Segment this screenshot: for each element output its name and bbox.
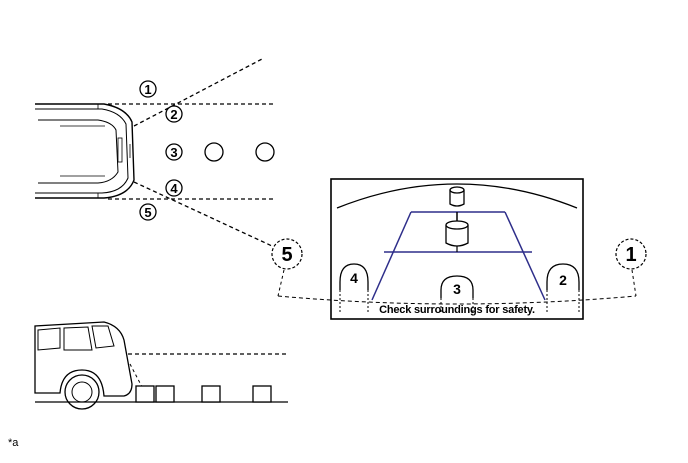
svg-text:1: 1: [144, 82, 151, 97]
camera-zone-label-4: 4: [350, 270, 358, 286]
svg-text:5: 5: [144, 205, 151, 220]
coverage-lines: [108, 57, 276, 247]
footnote: *a: [8, 437, 19, 449]
obstacle-cylinder-near: [445, 220, 469, 247]
camera-zone-label-3: 3: [453, 281, 461, 297]
svg-text:5: 5: [281, 244, 292, 266]
svg-text:1: 1: [625, 244, 636, 266]
zone-label-4: 4: [165, 179, 183, 197]
side-obstacle-boxes: [135, 385, 272, 403]
side-view-vehicle: [34, 321, 133, 410]
big-zone-label-1: 1: [615, 238, 647, 270]
big-zone-label-5: 5: [271, 238, 303, 270]
obstacle-circle: [204, 142, 224, 162]
parking-guide-lines: [371, 211, 546, 301]
sensor-bump-4: [339, 263, 369, 290]
camera-zone-label-2: 2: [559, 272, 567, 288]
camera-range-arc: [277, 295, 637, 305]
svg-text:3: 3: [170, 145, 177, 160]
zone-label-2: 2: [165, 105, 183, 123]
camera-view: 4 3 2 Check surroundings for safety.: [330, 178, 584, 320]
obstacle-circle: [255, 142, 275, 162]
svg-text:4: 4: [170, 181, 178, 196]
top-view-vehicle: [35, 103, 135, 199]
zone-label-5: 5: [139, 203, 157, 221]
sensor-bump-2: [546, 263, 580, 290]
sensor-bump-3: [440, 275, 474, 298]
zone-label-3: 3: [165, 143, 183, 161]
camera-horizon-arc: [336, 183, 578, 209]
safety-message: Check surroundings for safety.: [379, 304, 535, 316]
zone-label-1: 1: [139, 80, 157, 98]
obstacle-cylinder-far: [449, 186, 465, 207]
svg-text:2: 2: [170, 107, 177, 122]
